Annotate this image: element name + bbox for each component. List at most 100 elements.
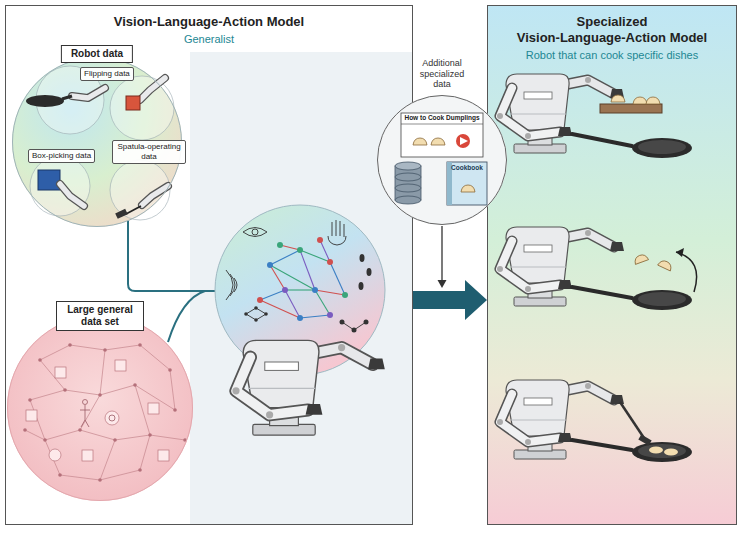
cooking-scene — [638, 292, 686, 306]
model-illustration — [352, 328, 357, 333]
model-illustration — [244, 312, 248, 316]
model-illustration — [257, 297, 263, 303]
general-data-illustration — [23, 428, 27, 432]
cooking-scene — [638, 140, 686, 154]
specialized-data-illustration — [456, 134, 470, 148]
cooking-scene — [638, 444, 686, 458]
general-data-illustration — [70, 345, 105, 350]
model-illustration — [260, 240, 345, 318]
merge-line — [168, 291, 205, 342]
cooking-scene — [664, 449, 678, 456]
specialized-data-illustration — [460, 137, 468, 145]
robot-data-illustration — [140, 78, 165, 100]
general-data-illustration — [140, 345, 170, 370]
general-data-illustration — [30, 390, 65, 400]
general-data-illustration — [115, 360, 126, 371]
general-data-illustration — [100, 385, 135, 395]
model-illustration — [267, 262, 273, 268]
general-data-illustration — [49, 449, 61, 461]
data-circle: Large general data set — [7, 315, 193, 501]
cooking-scene — [600, 104, 662, 113]
model-illustration — [360, 254, 365, 262]
general-data-illustration — [168, 368, 172, 372]
model-illustration — [317, 237, 323, 243]
general-data-illustration — [58, 473, 62, 477]
specialized-data-illustration — [438, 280, 447, 288]
general-data-illustration — [82, 450, 93, 461]
specialized-data-illustration — [401, 113, 483, 157]
model-illustration — [320, 240, 330, 262]
cooking-scene — [649, 447, 663, 454]
general-data-illustration — [170, 370, 175, 410]
model-illustration — [270, 250, 300, 265]
specialized-panel: Specialized Vision-Language-Action Model… — [487, 5, 737, 525]
robot-data-illustration — [60, 184, 84, 206]
model-illustration — [342, 292, 348, 298]
model-illustration — [254, 306, 258, 310]
model-illustration — [254, 318, 258, 322]
tag-text: Spatula-operating data — [116, 142, 182, 162]
cooking-scene — [676, 252, 697, 292]
book-title: Cookbook — [447, 164, 487, 172]
general-data-illustration — [109, 415, 115, 421]
group-label: Large general data set — [56, 301, 144, 331]
cooking-scene — [633, 253, 649, 264]
specialized-data-illustration — [395, 173, 421, 181]
model-illustration — [270, 265, 315, 290]
robot-data-illustration — [142, 186, 168, 205]
model-illustration — [280, 245, 300, 250]
robot-data-illustration — [26, 95, 64, 107]
general-data-illustration — [38, 358, 42, 362]
robot-data-illustration — [12, 57, 182, 227]
specialized-data-illustration — [447, 162, 487, 205]
robot-data-illustration — [62, 96, 72, 99]
robot-data-illustration — [140, 78, 165, 100]
group-label: Additional specialized data — [413, 58, 471, 90]
circle-outline — [13, 58, 182, 227]
data-tag: Box-picking data — [28, 149, 95, 163]
cooking-scene — [633, 97, 647, 104]
model-illustration — [243, 228, 267, 237]
model-illustration — [367, 268, 372, 276]
model-illustration — [226, 270, 237, 300]
left-panel-ground — [6, 6, 413, 525]
general-data-illustration — [83, 400, 88, 405]
model-illustration — [252, 229, 258, 235]
general-data-illustration — [80, 405, 90, 427]
general-data-illustration — [78, 428, 82, 432]
merge-line — [128, 221, 215, 291]
line-spacer — [667, 14, 717, 18]
model-illustration — [297, 247, 303, 253]
general-data-illustration — [25, 430, 45, 440]
robot-data-illustration — [38, 170, 60, 190]
general-data-illustration — [23, 343, 187, 482]
general-data-illustration — [173, 408, 177, 412]
model-illustration — [312, 287, 318, 293]
general-data-illustration — [7, 315, 193, 501]
general-data-illustration — [105, 411, 119, 425]
robot-data-illustration — [60, 184, 84, 206]
right-panel-ground — [488, 6, 737, 525]
cooking-scene — [497, 74, 697, 462]
left-panel-ground — [6, 6, 413, 525]
robot-data-illustration — [12, 57, 182, 227]
cooking-scene — [572, 134, 632, 146]
general-data-illustration — [80, 395, 100, 430]
general-data-illustration — [98, 478, 102, 482]
general-data-illustration — [40, 360, 65, 390]
model-illustration — [300, 315, 330, 318]
robot-data-illustration — [72, 88, 105, 98]
general-data-illustration — [80, 400, 115, 428]
cooking-scene — [572, 287, 632, 298]
cooking-scene — [611, 95, 625, 102]
model-illustration — [285, 289, 315, 290]
tag-text: Flipping data — [84, 69, 130, 79]
robot-data-illustration — [115, 209, 128, 219]
specialized-data-illustration — [395, 162, 421, 170]
model-illustration — [315, 290, 330, 315]
model-illustration — [297, 315, 303, 321]
general-data-illustration — [100, 440, 115, 480]
specialized-data-illustration — [395, 184, 421, 192]
video-title: How to Cook Dumplings — [401, 114, 483, 122]
general-data-illustration — [158, 450, 169, 461]
